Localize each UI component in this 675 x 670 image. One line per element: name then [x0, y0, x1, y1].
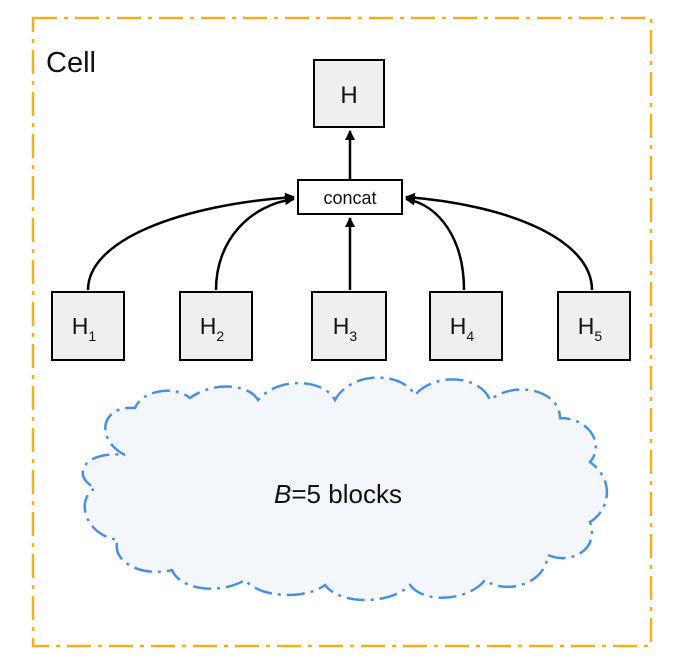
- svg-text:H2: H2: [200, 313, 225, 344]
- hidden-state-h2-sub: 2: [216, 328, 224, 344]
- hidden-state-h4-base: H: [450, 313, 467, 339]
- cell-border: [31, 16, 653, 648]
- hidden-state-h5-sub: 5: [594, 328, 602, 344]
- blocks-variable: B: [274, 479, 291, 509]
- concat-node: [297, 179, 403, 215]
- edge-h5-to-concat: [405, 192, 594, 291]
- hidden-state-h4-sub: 4: [466, 328, 474, 344]
- edge-h4-to-concat: [405, 195, 466, 291]
- hidden-state-h5-base: H: [578, 313, 595, 339]
- blocks-text: =5 blocks: [291, 479, 402, 509]
- concat-node-label: concat: [323, 188, 376, 208]
- svg-text:H5: H5: [578, 313, 603, 344]
- hidden-state-h2: H2: [179, 291, 253, 361]
- hidden-state-h3-sub: 3: [349, 328, 357, 344]
- hidden-state-h5: H5: [557, 291, 631, 361]
- edge-h2-to-concat: [214, 195, 295, 291]
- hidden-state-h3: H3: [311, 291, 387, 361]
- cell-label: Cell: [46, 47, 96, 79]
- hidden-state-h1: H1: [51, 291, 125, 361]
- hidden-state-h4: H4: [429, 291, 503, 361]
- edge-h1-to-concat: [86, 192, 295, 291]
- svg-text:H1: H1: [72, 313, 97, 344]
- hidden-state-h2-base: H: [200, 313, 217, 339]
- output-node: [313, 59, 385, 128]
- output-node-label: H: [340, 82, 357, 109]
- blocks-label: B=5 blocks: [274, 479, 402, 509]
- svg-text:H4: H4: [450, 313, 475, 344]
- svg-text:H3: H3: [333, 313, 358, 344]
- blocks-cloud: [81, 376, 609, 602]
- hidden-state-h1-sub: 1: [88, 328, 96, 344]
- hidden-state-h3-base: H: [333, 313, 350, 339]
- hidden-state-h1-base: H: [72, 313, 89, 339]
